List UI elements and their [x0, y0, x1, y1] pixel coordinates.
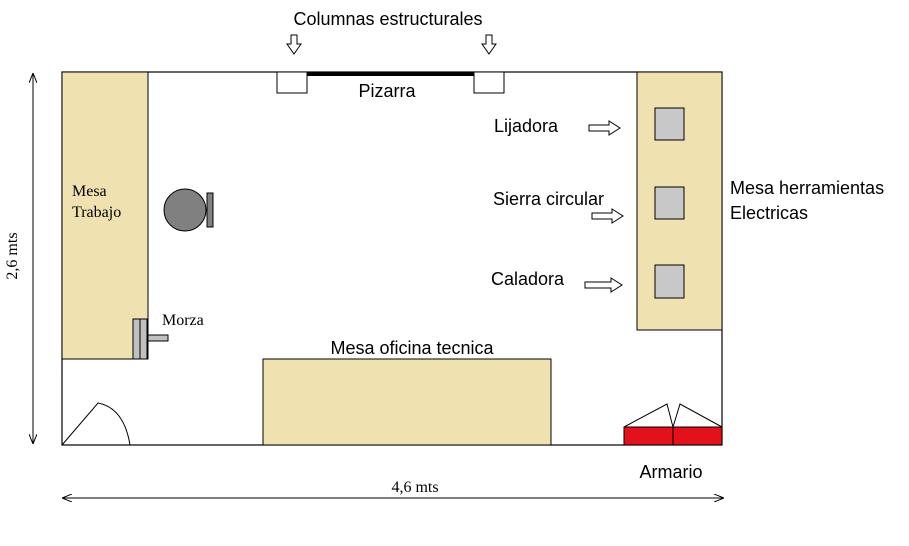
sander-label: Lijadora [494, 116, 559, 136]
column-arrow-left-icon [286, 34, 302, 55]
structural-column-right [473, 71, 505, 94]
sander-tool [654, 107, 685, 141]
office-table [262, 358, 552, 446]
stool-backrest [206, 192, 214, 228]
cabinet-doors-swing [623, 403, 723, 429]
circular-saw-arrow-icon [591, 208, 624, 224]
circular-saw-label: Sierra circular [493, 189, 604, 209]
column-arrow-right-icon [481, 34, 497, 55]
jigsaw-label: Caladora [491, 269, 565, 289]
columns-label: Columnas estructurales [293, 9, 482, 29]
work-table-label-line1: Mesa [72, 183, 107, 200]
cabinet-right [672, 426, 723, 446]
work-table-label-line2: Trabajo [72, 204, 121, 221]
circular-saw-tool [654, 186, 685, 220]
vise-handle [147, 334, 169, 342]
door-swing [61, 402, 131, 446]
jigsaw-tool [654, 264, 685, 299]
structural-column-left [276, 71, 308, 94]
whiteboard-label: Pizarra [358, 81, 416, 101]
height-dimension-label: 2,6 mts [4, 232, 21, 279]
cabinet-left [623, 426, 674, 446]
vise-label: Morza [162, 312, 204, 329]
power-tools-table-label-line1: Mesa herramientas [730, 178, 884, 198]
jigsaw-arrow-icon [584, 277, 623, 293]
sander-arrow-icon [588, 120, 621, 136]
power-tools-table-label-line2: Electricas [730, 203, 808, 223]
stool-seat [163, 188, 207, 232]
office-table-label: Mesa oficina tecnica [330, 338, 494, 358]
work-table [61, 71, 149, 360]
width-dimension-label: 4,6 mts [391, 479, 438, 496]
cabinet-label: Armario [639, 462, 702, 482]
